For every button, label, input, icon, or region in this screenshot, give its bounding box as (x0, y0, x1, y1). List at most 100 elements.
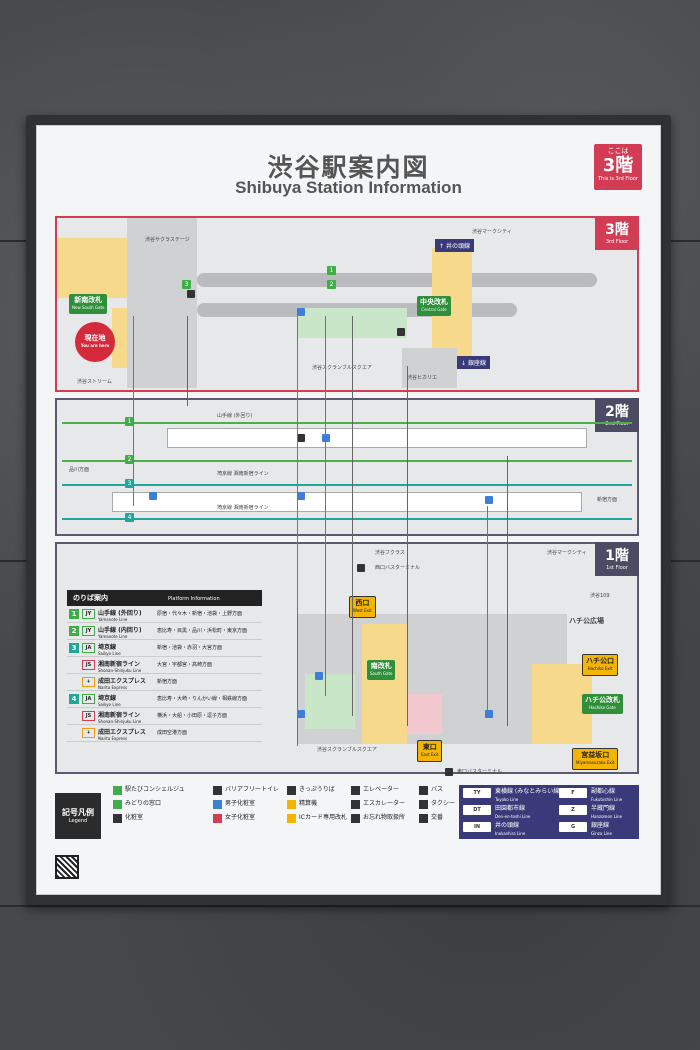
bus-icon (357, 564, 365, 572)
line-code: JA (82, 694, 95, 704)
ic-card-gate-icon (287, 814, 296, 823)
legend-column-3: きっぷうりば 精算機 ICカード専用改札 (287, 785, 377, 827)
elevator-icon (297, 710, 305, 718)
escalator-icon (297, 308, 305, 316)
elevator-icon (485, 710, 493, 718)
track-line-3 (62, 484, 632, 486)
floor-2-map: 2階 2nd Floor 1 2 3 4 山手線 (外回り) 埼京線 湘南新宿ラ… (55, 398, 639, 536)
platform-number-badge: 3 (182, 280, 191, 289)
line-code: JY (82, 626, 95, 636)
ticket-icon (397, 328, 405, 336)
platform-number-badge: 2 (327, 280, 336, 289)
line-direction: 大宮・宇都宮・高崎方面 (157, 662, 213, 668)
line-direction: 新宿方面 (157, 679, 178, 685)
ticket-office-icon (113, 800, 122, 809)
escalator-icon (297, 434, 305, 442)
ticket-machine-icon (287, 786, 296, 795)
zone (305, 674, 355, 729)
zone (127, 218, 197, 388)
connector-line (352, 316, 353, 716)
floor-1-tag: 1階 1st Floor (595, 542, 639, 576)
narita-express-icon: ✈ (82, 728, 95, 738)
line-direction: 新宿・池袋・赤羽・大宮方面 (157, 645, 223, 651)
line-direction: 恵比寿・大崎・りんかい線・相鉄線方面 (157, 696, 248, 702)
line-direction: 恵比寿・目黒・品川・浜松町・東京方面 (157, 628, 248, 634)
platform-number: 4 (69, 694, 79, 704)
line-code: JS (82, 660, 95, 670)
elevator-icon (351, 786, 360, 795)
connector-line (407, 366, 408, 726)
hachiko-square-label: ハチ公広場 (569, 617, 604, 625)
zone (407, 694, 442, 734)
zone (362, 624, 407, 744)
track-line-2 (62, 460, 632, 462)
line-direction: 横浜・大船・小田原・逗子方面 (157, 713, 228, 719)
elevator-icon (322, 434, 330, 442)
title-japanese: 渋谷駅案内図 (267, 153, 430, 182)
line-direction: 成田空港方面 (157, 730, 188, 736)
platform-number: 1 (69, 609, 79, 619)
elevator-icon (297, 492, 305, 500)
womens-restroom-icon (213, 814, 222, 823)
track (197, 273, 597, 287)
elevator-icon (315, 672, 323, 680)
current-floor-badge: ここは 3階 This is 3rd Floor (594, 144, 642, 190)
accessible-toilet-icon (213, 786, 222, 795)
bus-icon (419, 786, 428, 795)
legend-column-4: エレベーター エスカレーター お忘れ物取扱所 (351, 785, 441, 827)
taxi-icon (419, 800, 428, 809)
connector-line (507, 456, 508, 726)
ginza-sign: ↓ 銀座線 (457, 356, 490, 369)
line-name: 山手線 (外回り)Yamanote Line (98, 610, 142, 622)
fare-adjustment-icon (287, 800, 296, 809)
floor-3-tag: 3階 3rd Floor (595, 216, 639, 250)
line-code: JA (82, 643, 95, 653)
zone (57, 238, 127, 298)
mens-restroom-icon (213, 800, 222, 809)
bus-icon (445, 768, 453, 776)
track-number-4: 4 (125, 513, 134, 522)
platform-number-badge: 1 (327, 266, 336, 275)
track-number-1: 1 (125, 417, 134, 426)
arrow-down-icon: ↓ (461, 360, 468, 367)
line-code: JY (82, 609, 95, 619)
platform-number: 2 (69, 626, 79, 636)
arrow-up-icon: ↑ (439, 243, 446, 250)
legend-column-1: 駅たびコンシェルジュ みどりの窓口 化粧室 (113, 785, 203, 827)
legend-column-5: バス タクシー 交番 (419, 785, 459, 827)
inokashira-sign: ↑ 井の頭線 (435, 239, 474, 252)
connector-line (297, 316, 298, 746)
track-line-4 (62, 518, 632, 520)
sign-frame: 渋谷駅案内図 Shibuya Station Information ここは 3… (26, 115, 671, 905)
escalator-icon (351, 800, 360, 809)
